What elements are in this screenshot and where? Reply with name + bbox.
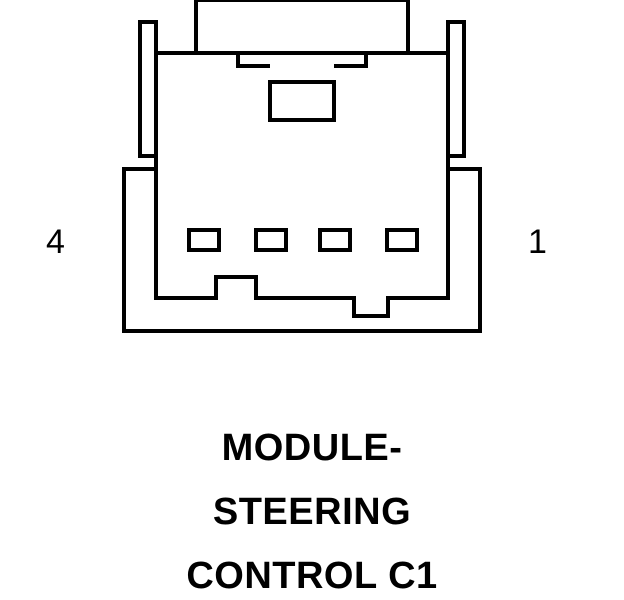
connector-outer-housing — [122, 167, 482, 333]
pin-cavity-4 — [187, 228, 221, 252]
caption-line-module: MODULE- — [221, 427, 403, 469]
caption-line-steering: STEERING — [212, 491, 412, 533]
pin-cavity-2 — [318, 228, 352, 252]
connector-inner-body — [154, 51, 450, 318]
pin-cavity-3 — [254, 228, 288, 252]
connector-right-ear — [446, 20, 466, 158]
connector-key-notch — [268, 80, 336, 122]
connector-notch-tab-right — [334, 53, 368, 68]
pin-cavity-1 — [385, 228, 419, 252]
connector-left-ear — [138, 20, 158, 158]
pin-label-4: 4 — [46, 223, 65, 261]
caption-line-control: CONTROL C1 — [186, 555, 438, 597]
connector-latch — [194, 0, 410, 53]
pin-label-1: 1 — [528, 223, 547, 261]
connector-notch-tab-left — [236, 53, 270, 68]
